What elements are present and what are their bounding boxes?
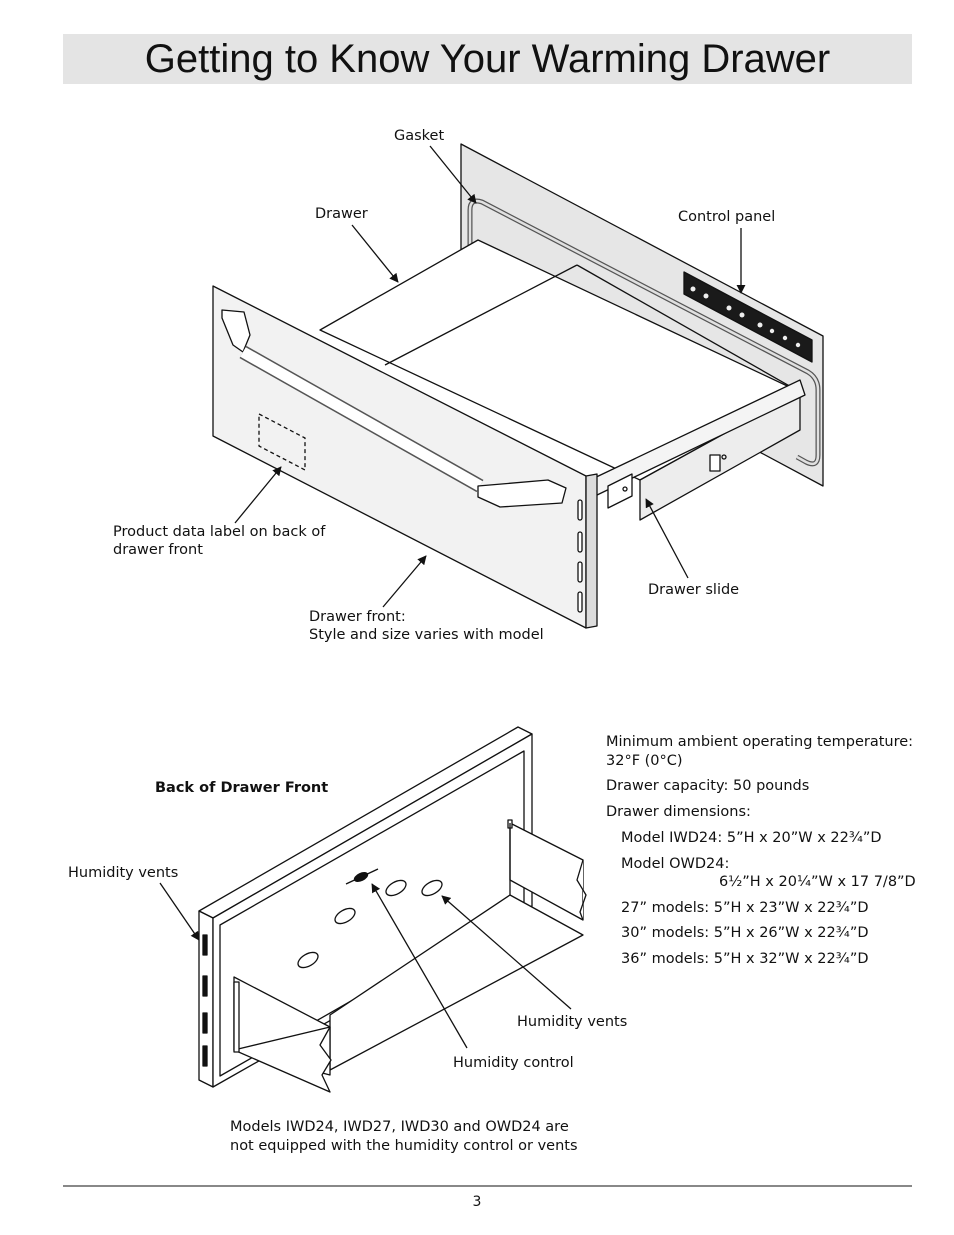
back-of-drawer-front-heading: Back of Drawer Front xyxy=(155,780,329,796)
humidity-vents-right-label: Humidity vents xyxy=(517,1014,628,1030)
title-bar: Getting to Know Your Warming Drawer xyxy=(63,34,912,84)
drawer-label: Drawer xyxy=(315,206,368,222)
min-temp-line2: 32°F (0°C) xyxy=(606,753,683,769)
drawer-front-label-line2: Style and size varies with model xyxy=(309,627,544,643)
drawer-slide-label: Drawer slide xyxy=(648,582,740,598)
product-data-label-line2: drawer front xyxy=(113,542,203,558)
footer-rule xyxy=(63,1185,912,1187)
gasket-label: Gasket xyxy=(394,128,445,144)
model-note-line1: Models IWD24, IWD27, IWD30 and OWD24 are xyxy=(230,1119,569,1135)
dimension-owd24-value: 6½”H x 20¼”W x 17 7/8”D xyxy=(719,874,916,890)
drawer-capacity: Drawer capacity: 50 pounds xyxy=(606,778,810,794)
control-panel-label: Control panel xyxy=(678,209,776,225)
drawer-front-label-line1: Drawer front: xyxy=(309,609,406,625)
drawer-dimensions-heading: Drawer dimensions: xyxy=(606,804,751,820)
dimension-36: 36” models: 5”H x 32”W x 22¾”D xyxy=(621,951,869,967)
min-temp-line1: Minimum ambient operating temperature: xyxy=(606,734,914,750)
page-number: 3 xyxy=(472,1194,482,1210)
humidity-vents-left-label: Humidity vents xyxy=(68,865,179,881)
product-data-label-line1: Product data label on back of xyxy=(113,524,326,540)
back-of-drawer-front-diagram xyxy=(198,726,587,1093)
humidity-control-label: Humidity control xyxy=(453,1055,574,1071)
page-title: Getting to Know Your Warming Drawer xyxy=(144,37,831,81)
dimension-30: 30” models: 5”H x 26”W x 22¾”D xyxy=(621,925,869,941)
dimension-owd24-label: Model OWD24: xyxy=(621,856,730,872)
model-note-line2: not equipped with the humidity control o… xyxy=(230,1138,578,1154)
dimension-27: 27” models: 5”H x 23”W x 22¾”D xyxy=(621,900,869,916)
dimension-iwd24: Model IWD24: 5”H x 20”W x 22¾”D xyxy=(621,830,882,846)
